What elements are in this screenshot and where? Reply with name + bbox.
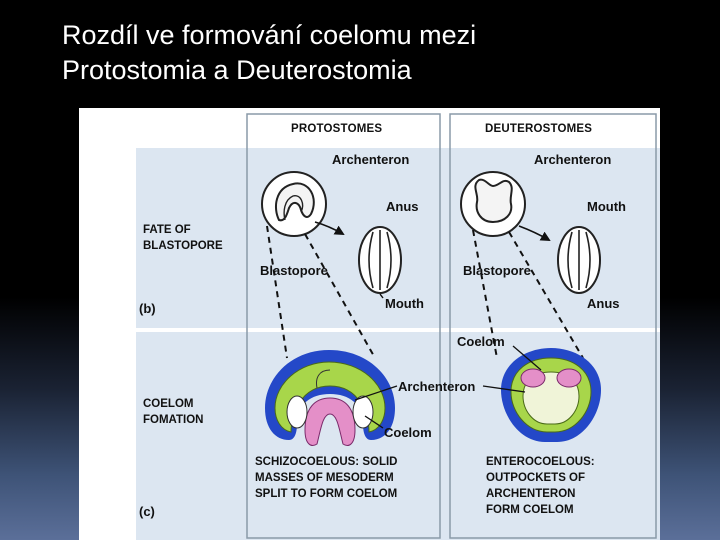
deutero-anus-label: Anus xyxy=(587,296,620,311)
schizocoelous-caption-line-1: SCHIZOCOELOUS: SOLID xyxy=(255,456,398,468)
schizocoelous-caption-line-2: MASSES OF MESODERM xyxy=(255,472,394,484)
enterocoelous-caption-line-1: ENTEROCOELOUS: xyxy=(486,456,595,468)
proto-dash-1 xyxy=(266,225,288,359)
archenteron-pointer-left xyxy=(354,385,398,401)
side-label-coelom: COELOM xyxy=(143,398,194,410)
coelom-top-label: Coelom xyxy=(457,334,505,349)
deuterostome-gut xyxy=(557,226,601,294)
coelom-bottom-label: Coelom xyxy=(384,425,432,440)
protostome-gastrula xyxy=(261,171,327,237)
schizocoelous-embryo xyxy=(265,350,395,446)
deutero-blastopore-label: Blastopore xyxy=(463,263,531,278)
proto-blastopore-label: Blastopore xyxy=(260,263,328,278)
side-label-fate-of: FATE OF xyxy=(143,224,191,236)
proto-mouth-label: Mouth xyxy=(385,296,424,311)
schizocoelous-caption-line-3: SPLIT TO FORM COELOM xyxy=(255,488,398,500)
archenteron-label-row-c: Archenteron xyxy=(398,379,476,394)
slide-title: Rozdíl ve formování coelomu mezi Protost… xyxy=(62,18,682,88)
proto-archenteron-label: Archenteron xyxy=(332,152,410,167)
embryo-diagram-figure: PROTOSTOMES DEUTEROSTOMES FATE OF BLASTO… xyxy=(79,108,660,540)
deutero-mouth-label: Mouth xyxy=(587,199,626,214)
enterocoelous-embryo xyxy=(501,348,601,442)
proto-anus-label: Anus xyxy=(386,199,419,214)
panel-letter-b: (b) xyxy=(139,301,156,316)
deutero-dash-2 xyxy=(508,231,584,359)
proto-mouth-line xyxy=(379,293,384,299)
deutero-archenteron-label: Archenteron xyxy=(534,152,612,167)
archenteron-pointer-right xyxy=(482,385,526,393)
coelom-bottom-pointer xyxy=(364,415,384,429)
protostome-gut xyxy=(358,226,402,294)
enterocoelous-caption-line-4: FORM COELOM xyxy=(486,504,574,516)
enterocoelous-caption-line-3: ARCHENTERON xyxy=(486,488,576,500)
protostomes-column xyxy=(246,113,441,539)
proto-dash-2 xyxy=(304,233,376,359)
deuterostome-gastrula xyxy=(460,171,526,237)
diagram-artwork xyxy=(136,113,660,540)
side-label-blastopore: BLASTOPORE xyxy=(143,240,223,252)
slide-title-line-1: Rozdíl ve formování coelomu mezi xyxy=(62,20,477,50)
slide-title-line-2: Protostomia a Deuterostomia xyxy=(62,55,412,85)
deutero-mouth-arrow xyxy=(518,225,551,241)
side-label-fomation: FOMATION xyxy=(143,414,204,426)
enterocoelous-caption-line-2: OUTPOCKETS OF xyxy=(486,472,586,484)
coelom-top-pointer xyxy=(512,345,542,371)
proto-anus-arrow xyxy=(314,221,345,235)
panel-letter-c: (c) xyxy=(139,504,155,519)
header-deuterostomes: DEUTEROSTOMES xyxy=(485,123,593,135)
deuterostomes-column xyxy=(449,113,657,539)
header-protostomes: PROTOSTOMES xyxy=(291,123,383,135)
